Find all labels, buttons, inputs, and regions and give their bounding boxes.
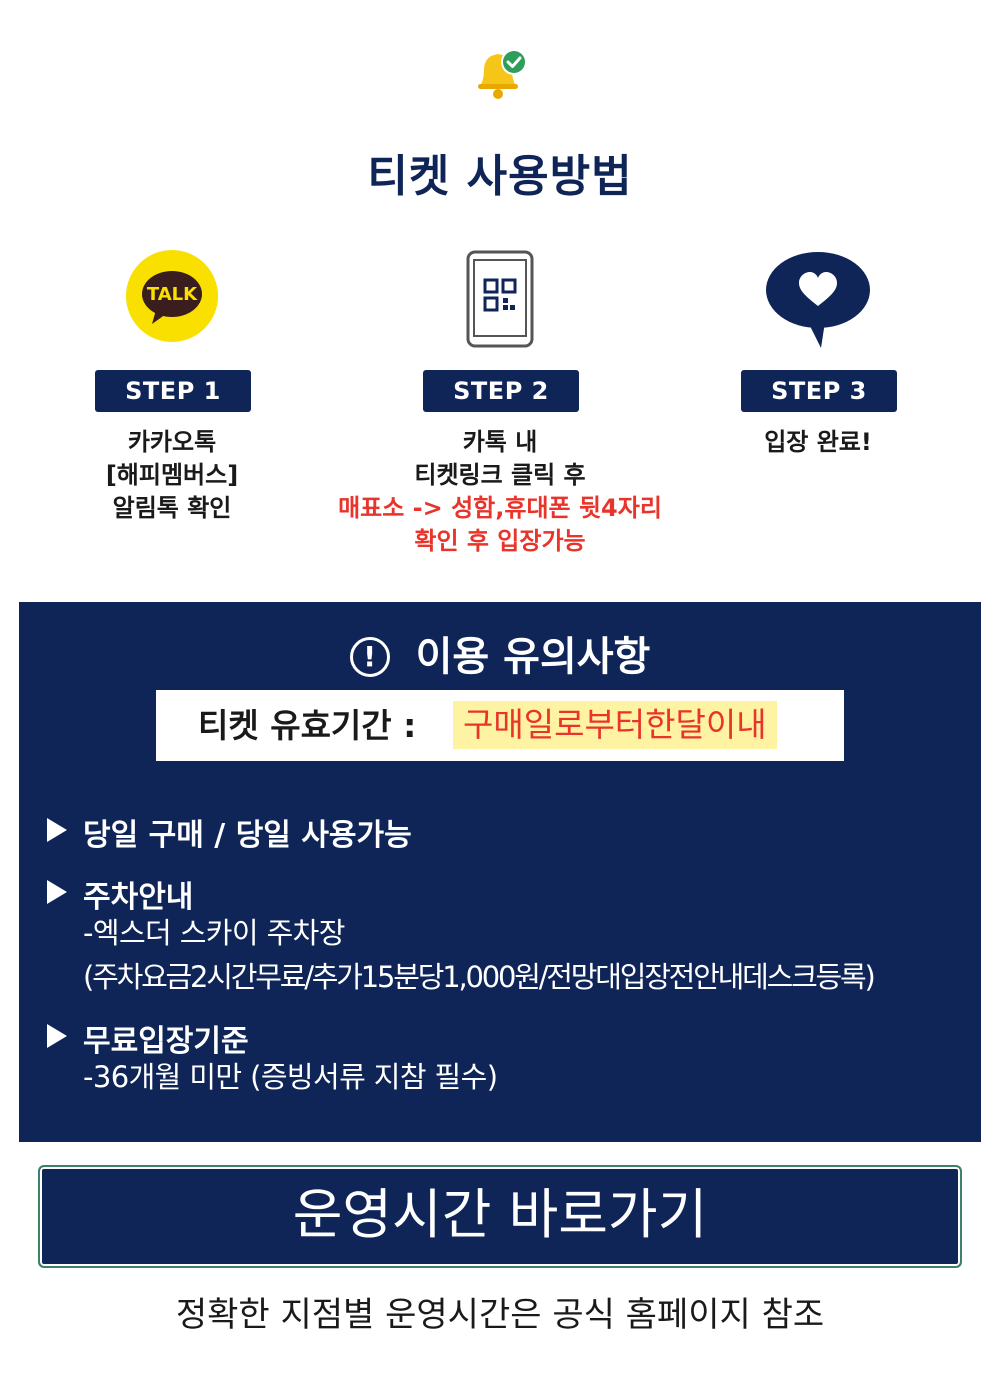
step-1-badge: STEP 1 (95, 370, 251, 412)
page-title: 티켓 사용방법 (367, 151, 633, 202)
step-2-red-line-2: 확인 후 입장가능 (414, 527, 586, 555)
exclamation-icon: ! (349, 637, 390, 677)
notice-item-sub: -36개월 미만 (증빙서류 지참 필수) (83, 1060, 498, 1094)
step-2-line-2: 티켓링크 클릭 후 (414, 461, 586, 489)
triangle-bullet-icon (47, 880, 67, 904)
notice-panel: ! 이용 유의사항 티켓 유효기간 : 구매일로부터한달이내 당일 구매 / 당일… (19, 602, 981, 1142)
qr-phone-icon (450, 250, 550, 350)
operating-hours-button[interactable]: 운영시간 바로가기 (38, 1165, 962, 1268)
kakaotalk-icon: TALK (122, 250, 222, 350)
footer-note: 정확한 지점별 운영시간은 공식 홈페이지 참조 (175, 1295, 825, 1335)
validity-value: 구매일로부터한달이내 (453, 701, 777, 749)
step-2-line-1: 카톡 내 (462, 428, 538, 456)
step-1: TALK STEP 1 카카오톡 [해피멤버스] 알림톡 확인 (22, 250, 322, 522)
step-1-line-2: [해피멤버스] (105, 461, 239, 489)
step-2-text: 카톡 내 티켓링크 클릭 후 매표소 -> 성함,휴대폰 뒷4자리 확인 후 입… (310, 426, 690, 558)
triangle-bullet-icon (47, 818, 67, 842)
notice-item-sub: -엑스더 스카이 주차장 (83, 916, 345, 950)
step-3-badge: STEP 3 (741, 370, 897, 412)
ticket-validity-box: 티켓 유효기간 : 구매일로부터한달이내 (156, 690, 844, 761)
heart-speech-bubble-icon (766, 250, 870, 350)
notice-title-text: 이용 유의사항 (415, 634, 651, 680)
notice-item-sub: (주차요금2시간무료/추가15분당1,000원/전망대입장전안내데스크등록) (83, 960, 876, 994)
triangle-bullet-icon (47, 1024, 67, 1048)
notice-title: ! 이용 유의사항 (19, 624, 981, 682)
step-2-badge: STEP 2 (423, 370, 579, 412)
kakaotalk-icon-label: TALK (146, 284, 198, 305)
step-2: STEP 2 카톡 내 티켓링크 클릭 후 매표소 -> 성함,휴대폰 뒷4자리… (338, 250, 662, 555)
step-2-red-line-1: 매표소 -> 성함,휴대폰 뒷4자리 (338, 494, 662, 522)
step-3-text: 입장 완료! (668, 426, 968, 459)
notice-item-head: 무료입장기준 (83, 1024, 249, 1059)
step-3-line-1: 입장 완료! (764, 428, 872, 456)
notice-item-head: 주차안내 (83, 880, 194, 915)
step-1-line-1: 카카오톡 (127, 428, 217, 456)
step-1-line-3: 알림톡 확인 (112, 494, 232, 522)
notice-item-head: 당일 구매 / 당일 사용가능 (83, 818, 412, 853)
bell-check-icon (470, 44, 532, 106)
step-1-text: 카카오톡 [해피멤버스] 알림톡 확인 (22, 426, 322, 525)
step-3: STEP 3 입장 완료! (668, 250, 968, 456)
validity-label: 티켓 유효기간 : (198, 706, 417, 745)
